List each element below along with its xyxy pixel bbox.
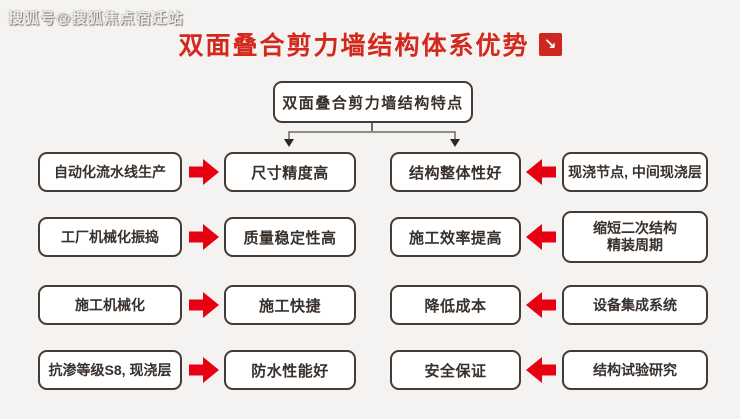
arrowhead-down-icon	[450, 139, 460, 147]
source-box: 现浇节点, 中间现浇层	[562, 152, 708, 192]
page-title: 双面叠合剪力墙结构体系优势 ↘	[0, 26, 740, 62]
arrow-right-icon	[189, 350, 219, 390]
source-box: 设备集成系统	[562, 285, 708, 325]
diagram-row: 自动化流水线生产 尺寸精度高 结构整体性好 现浇节点, 中间现浇层	[0, 152, 740, 192]
connector-stem	[371, 123, 373, 132]
watermark: 搜狐号@搜狐焦点宿迁站	[8, 10, 184, 27]
connector-horizontal	[288, 131, 455, 133]
feature-box: 安全保证	[390, 350, 521, 390]
arrow-right-icon	[189, 285, 219, 325]
arrow-down-right-icon: ↘	[538, 32, 562, 56]
source-box: 工厂机械化振捣	[38, 217, 182, 257]
title-text: 双面叠合剪力墙结构体系优势	[178, 32, 530, 60]
feature-box: 施工快捷	[224, 285, 356, 325]
feature-box: 防水性能好	[224, 350, 356, 390]
arrow-right-icon	[189, 152, 219, 192]
diagram-row: 施工机械化 施工快捷 降低成本 设备集成系统	[0, 285, 740, 325]
diagram-row: 工厂机械化振捣 质量稳定性高 施工效率提高 缩短二次结构 精装周期	[0, 211, 740, 263]
feature-box: 质量稳定性高	[224, 217, 356, 257]
source-box: 抗渗等级S8, 现浇层	[38, 350, 182, 390]
arrowhead-down-icon	[284, 139, 294, 147]
root-node: 双面叠合剪力墙结构特点	[273, 81, 473, 123]
arrow-left-icon	[526, 152, 556, 192]
arrow-left-icon	[526, 285, 556, 325]
arrow-right-icon	[189, 217, 219, 257]
source-box: 结构试验研究	[562, 350, 708, 390]
connector-drop-left	[288, 131, 290, 140]
source-box: 缩短二次结构 精装周期	[562, 211, 708, 263]
feature-box: 施工效率提高	[390, 217, 521, 257]
feature-box: 尺寸精度高	[224, 152, 356, 192]
feature-box: 降低成本	[390, 285, 521, 325]
arrow-left-icon	[526, 350, 556, 390]
source-box: 施工机械化	[38, 285, 182, 325]
diagram-row: 抗渗等级S8, 现浇层 防水性能好 安全保证 结构试验研究	[0, 350, 740, 390]
feature-box: 结构整体性好	[390, 152, 521, 192]
connector-drop-right	[454, 131, 456, 140]
arrow-left-icon	[526, 217, 556, 257]
source-box: 自动化流水线生产	[38, 152, 182, 192]
